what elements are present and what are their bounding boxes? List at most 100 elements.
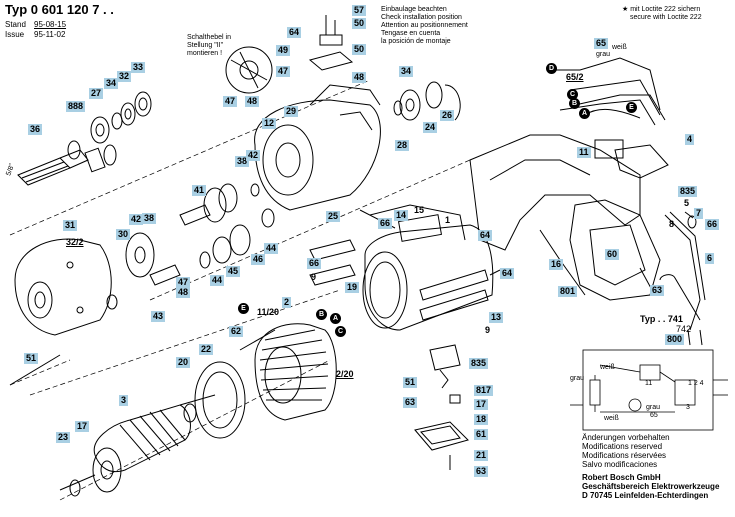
cable-65: 65 [594,38,609,49]
part-29: 28 [395,140,410,151]
part-60b: 63 [474,466,489,477]
part-59: 57 [352,5,367,16]
install-note-1: Einbaulage beachten [381,6,447,13]
footer-line-1: Änderungen vorbehalten [582,433,670,442]
switch-note-3: montieren ! [187,50,223,57]
footer-line-3: Modifications réservées [582,451,667,460]
schematic-65: 65 [650,412,658,419]
part-33b: 32 [117,71,132,82]
part-14: 14 [394,210,409,221]
part-34: 33 [131,62,146,73]
part-7: 7 [694,208,704,219]
schematic-3: 3 [686,404,690,411]
schematic-11: 11 [645,380,653,387]
part-20: 19 [345,282,360,293]
part-16: 16 [549,259,564,270]
cable-weiss: weiß [612,44,627,51]
loctite-note-en: secure with Loctite 222 [630,14,702,21]
marker-c-top: C [567,89,578,100]
schematic-weiss-mid: weiß [604,415,619,422]
marker-e-top: E [626,102,637,113]
part-3: 3 [119,395,129,406]
part-9a: 9 [311,272,317,282]
part-835: 888 [66,101,86,112]
footer-line-2: Modifications reserved [582,442,663,451]
part-2-20: 2/20 [336,369,354,379]
marker-a-top: A [579,108,590,119]
part-817: 835 [469,358,489,369]
schematic-124: 1 2 4 [688,380,704,387]
schematic-grau-left: grau [570,375,585,382]
typ-742: 742 [676,324,692,334]
type-number: Typ 0 601 120 7 . . [5,2,114,17]
part-56: 60 [605,249,620,260]
cable-65-2: 65/2 [566,72,584,82]
part-41: 43 [151,311,166,322]
part-26: 25 [326,211,341,222]
install-note-4: Tengase en cuenta [381,30,441,37]
marker-c-bottom: C [335,326,346,337]
part-15: 15 [414,205,425,215]
motor-housing-drawing [309,204,494,331]
schematic-weiss-top: weiß [600,364,615,371]
part-22: 21 [474,450,489,461]
part-27: 26 [440,110,455,121]
part-805: 835 [678,186,698,197]
footer-division: Geschäftsbereich Elektrowerkzeuge [582,482,720,491]
part-39: 41 [192,185,207,196]
part-52: 51 [403,377,418,388]
part-8: 8 [669,219,675,229]
footer-company: Robert Bosch GmbH [582,473,661,482]
cable-grau: grau [596,51,611,58]
part-37: 34 [104,78,119,89]
marker-b-top: B [569,98,580,109]
part-1: 1 [445,215,451,225]
part-40b: 42 [129,214,144,225]
part-61: 63 [650,285,665,296]
part-44: 46 [251,254,266,265]
part-51: 50 [352,18,367,29]
marker-b-bottom: B [316,309,327,320]
part-18b: 17 [474,399,489,410]
issue-value: 95-11-02 [34,30,66,39]
switch-note-1: Schalthebel in [187,34,231,41]
part-4: 4 [685,134,695,145]
wiring-schematic-drawing [570,349,728,431]
issue-label: Issue [5,30,25,39]
part-60a: 63 [403,397,418,408]
part-23: 22 [199,344,214,355]
part-45: 47 [176,277,191,288]
part-64b: 64 [500,268,515,279]
part-801: 817 [474,385,494,396]
part-64a: 64 [478,230,493,241]
part-42a: 44 [264,243,279,254]
part-11: 11 [577,147,591,158]
armature-drawing [59,394,216,493]
marker-d-top: D [546,63,557,74]
install-note-3: Attention au positionnement [381,22,468,29]
gear-housing-drawing [254,84,381,211]
part-25: 24 [423,122,438,133]
part-9b: 9 [485,325,491,335]
part-150: 800 [665,334,685,345]
marker-e-bottom: E [238,303,249,314]
part-2: 2 [282,297,292,308]
install-note-2: Check installation position [381,14,462,21]
loctite-note-de: ★ mit Loctite 222 sichern [622,6,701,13]
rear-handle-drawing [469,134,661,301]
part-32-2: 32/2 [66,237,84,247]
bearing-flange-drawing [9,238,112,386]
spindle-drawing [17,149,89,186]
part-49a: 48 [352,72,367,83]
part-13: 13 [489,312,504,323]
part-28: 27 [89,88,104,99]
part-40a: 42 [246,150,261,161]
part-66: 66 [378,218,393,229]
part-24: 23 [56,432,71,443]
part-21: 20 [176,357,191,368]
part-800: 801 [558,286,578,297]
stand-label: Stand [5,20,26,29]
footer-address: D 70745 Leinfelden-Echterdingen [582,491,709,500]
part-31: 30 [116,229,131,240]
